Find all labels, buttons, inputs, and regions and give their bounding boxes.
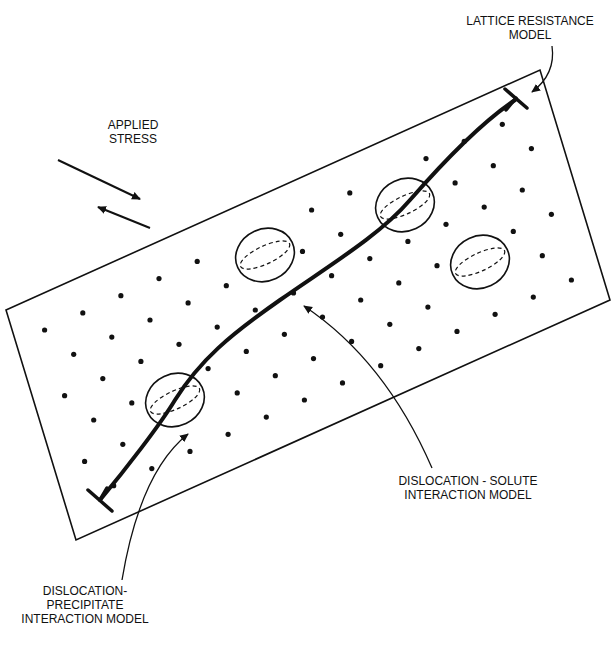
- solute-atom: [138, 359, 143, 364]
- solute-atom: [62, 393, 67, 398]
- solute-atom: [42, 327, 47, 332]
- solute-atom: [149, 466, 154, 471]
- solute-atom: [378, 363, 383, 368]
- solute-atom: [147, 317, 152, 322]
- solute-atom: [454, 329, 459, 334]
- solute-atom: [358, 297, 363, 302]
- solute-atom: [425, 305, 430, 310]
- solute-atom: [511, 229, 516, 234]
- solute-atom: [187, 449, 192, 454]
- precipitates: [137, 169, 518, 436]
- solute-atom: [120, 442, 125, 447]
- solute-atom: [493, 312, 498, 317]
- solute-atom: [482, 205, 487, 210]
- dislocation-symbol: [88, 488, 112, 511]
- solute-atom: [156, 276, 161, 281]
- solute-atom: [491, 163, 496, 168]
- model-label: DISLOCATION- PRECIPITATE INTERACTION MOD…: [10, 584, 160, 626]
- solute-atom: [109, 335, 114, 340]
- dislocation-line: [100, 100, 515, 500]
- solute-atom: [443, 222, 448, 227]
- solute-atom: [520, 187, 525, 192]
- solute-atom: [215, 325, 220, 330]
- solute-atom: [253, 307, 258, 312]
- model-label: DISLOCATION - SOLUTE INTERACTION MODEL: [398, 474, 538, 502]
- solute-atom: [453, 180, 458, 185]
- precipitate: [227, 219, 303, 291]
- solute-atom: [396, 280, 401, 285]
- solute-atom: [129, 400, 134, 405]
- solute-atom: [273, 373, 278, 378]
- model-label: LATTICE RESISTANCE MODEL: [455, 14, 605, 42]
- solute-atom: [434, 263, 439, 268]
- solute-atom: [206, 366, 211, 371]
- solute-atom: [529, 146, 534, 151]
- solute-atom: [195, 259, 200, 264]
- dislocation-symbol: [505, 89, 527, 110]
- solute-atom: [118, 293, 123, 298]
- solute-atom: [282, 332, 287, 337]
- solute-atoms: [42, 122, 574, 489]
- solute-atom: [569, 277, 574, 282]
- solute-atom: [329, 273, 334, 278]
- solute-atom: [387, 322, 392, 327]
- solute-atom: [176, 342, 181, 347]
- slip-plane: [6, 70, 610, 540]
- solute-atom: [309, 207, 314, 212]
- solute-atom: [100, 376, 105, 381]
- solute-atom: [224, 283, 229, 288]
- solute-atom: [500, 122, 505, 127]
- solute-atom: [244, 349, 249, 354]
- solute-atom: [82, 459, 87, 464]
- leader-line: [122, 434, 188, 580]
- applied-stress-arrows: [58, 160, 150, 228]
- solute-atom: [264, 415, 269, 420]
- solute-atom: [540, 253, 545, 258]
- leader-line: [304, 306, 432, 468]
- solute-atom: [186, 300, 191, 305]
- stress-label: APPLIED STRESS: [92, 118, 174, 146]
- solute-atom: [80, 310, 85, 315]
- solute-atom: [367, 256, 372, 261]
- solute-atom: [338, 232, 343, 237]
- precipitate: [442, 226, 518, 298]
- solute-atom: [416, 346, 421, 351]
- solute-atom: [300, 249, 305, 254]
- solute-atom: [549, 212, 554, 217]
- solute-atom: [405, 239, 410, 244]
- solute-atom: [347, 190, 352, 195]
- solute-atom: [235, 390, 240, 395]
- solute-atom: [340, 380, 345, 385]
- solute-atom: [71, 352, 76, 357]
- leader-line: [532, 46, 553, 92]
- solute-atom: [531, 295, 536, 300]
- solute-atom: [302, 397, 307, 402]
- solute-atom: [226, 432, 231, 437]
- solute-atom: [423, 156, 428, 161]
- solute-atom: [311, 356, 316, 361]
- solute-atom: [91, 417, 96, 422]
